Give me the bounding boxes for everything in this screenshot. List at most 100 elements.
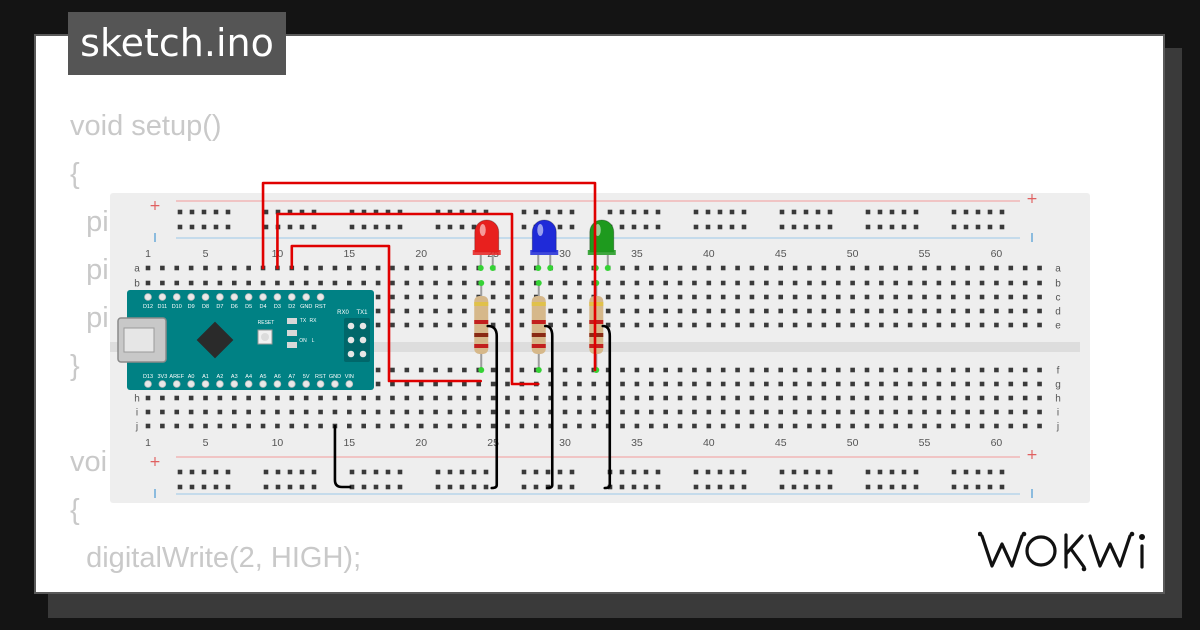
breadboard-hole <box>145 280 151 286</box>
rail-plus-label: + <box>149 454 161 470</box>
breadboard-hole <box>418 280 424 286</box>
breadboard-hole <box>145 265 151 271</box>
breadboard-hole <box>562 367 568 373</box>
breadboard-hole <box>792 409 798 415</box>
breadboard-hole <box>850 395 855 401</box>
rail-hole <box>459 484 465 490</box>
rail-plus-label: + <box>1026 447 1038 463</box>
breadboard-hole <box>634 409 640 415</box>
breadboard-hole <box>649 280 654 286</box>
breadboard-hole <box>332 409 338 415</box>
breadboard-hole <box>620 294 625 300</box>
breadboard-hole <box>879 308 884 314</box>
breadboard-hole <box>936 395 942 401</box>
breadboard-hole <box>893 322 899 328</box>
breadboard-hole <box>950 322 956 328</box>
breadboard-hole <box>476 381 482 387</box>
nano-pin-label: A4 <box>245 374 252 380</box>
nano-pin-label: A3 <box>231 374 238 380</box>
breadboard-hole <box>260 395 266 401</box>
rail-hole <box>373 224 379 230</box>
breadboard-hole <box>764 395 769 401</box>
breadboard-hole <box>807 381 812 387</box>
breadboard-hole <box>605 409 611 415</box>
breadboard-hole <box>864 294 870 300</box>
breadboard-hole <box>562 308 568 314</box>
nano-pin <box>302 293 310 301</box>
rail-plus-label: + <box>149 198 161 214</box>
breadboard-hole <box>979 381 985 387</box>
breadboard-hole <box>922 308 927 314</box>
breadboard-hole <box>591 409 597 415</box>
breadboard-hole <box>620 367 625 373</box>
breadboard-hole <box>778 280 784 286</box>
rail-hole <box>397 209 403 215</box>
rail-hole <box>643 224 649 230</box>
breadboard-hole <box>418 395 424 401</box>
breadboard-hole <box>418 367 424 373</box>
breadboard-hole <box>418 381 424 387</box>
breadboard-hole <box>663 308 668 314</box>
rail-hole <box>201 484 207 490</box>
rail-hole <box>643 469 649 475</box>
icsp-pin <box>347 336 355 344</box>
breadboard-hole <box>332 265 338 271</box>
rail-hole <box>225 224 231 230</box>
breadboard-hole <box>893 280 899 286</box>
rail-hole <box>459 209 465 215</box>
column-number: 30 <box>559 437 571 449</box>
breadboard-hole <box>821 395 827 401</box>
rx0-label: RX0 <box>337 310 349 316</box>
breadboard-hole <box>620 308 625 314</box>
breadboard-hole <box>835 395 841 401</box>
rail-hole <box>287 209 293 215</box>
breadboard-hole <box>462 423 467 429</box>
breadboard-hole <box>720 395 726 401</box>
breadboard-hole <box>447 322 453 328</box>
rail-hole <box>557 209 563 215</box>
breadboard-hole <box>677 294 683 300</box>
rail-hole <box>889 469 895 475</box>
breadboard-hole <box>864 409 870 415</box>
rail-hole <box>913 469 919 475</box>
breadboard-hole <box>519 423 525 429</box>
rail-hole <box>287 224 293 230</box>
rail-hole <box>693 209 699 215</box>
file-tab[interactable]: sketch.ino <box>68 12 286 75</box>
breadboard-hole <box>879 265 884 271</box>
column-number: 40 <box>703 248 715 260</box>
wire-d3 <box>276 212 540 386</box>
breadboard-hole <box>1022 322 1028 328</box>
breadboard-hole <box>347 395 352 401</box>
breadboard-hole <box>692 423 697 429</box>
nano-pin-label: D11 <box>158 304 168 310</box>
breadboard-hole <box>418 265 424 271</box>
breadboard-hole <box>994 423 999 429</box>
breadboard-hole <box>433 409 438 415</box>
breadboard-hole <box>936 381 942 387</box>
wires <box>261 181 612 490</box>
nano-pin <box>187 293 195 301</box>
rail-hole <box>729 469 735 475</box>
breadboard-hole <box>390 395 395 401</box>
breadboard-hole <box>1008 423 1014 429</box>
row-letter: b <box>134 279 140 290</box>
breadboard-hole <box>577 294 582 300</box>
rail-hole <box>779 484 785 490</box>
breadboard-hole <box>1037 423 1042 429</box>
nano-pin-label: D8 <box>202 304 209 310</box>
breadboard-hole <box>490 409 496 415</box>
rail-hole <box>729 224 735 230</box>
column-number: 20 <box>415 248 427 260</box>
breadboard-hole <box>505 265 510 271</box>
breadboard-hole <box>145 423 151 429</box>
breadboard-hole <box>950 395 956 401</box>
breadboard-hole <box>605 381 611 387</box>
nano-pin <box>244 293 253 301</box>
breadboard-hole <box>807 294 812 300</box>
breadboard-hole <box>634 381 640 387</box>
breadboard-hole <box>447 423 453 429</box>
breadboard-hole <box>649 409 654 415</box>
breadboard-hole <box>649 322 654 328</box>
